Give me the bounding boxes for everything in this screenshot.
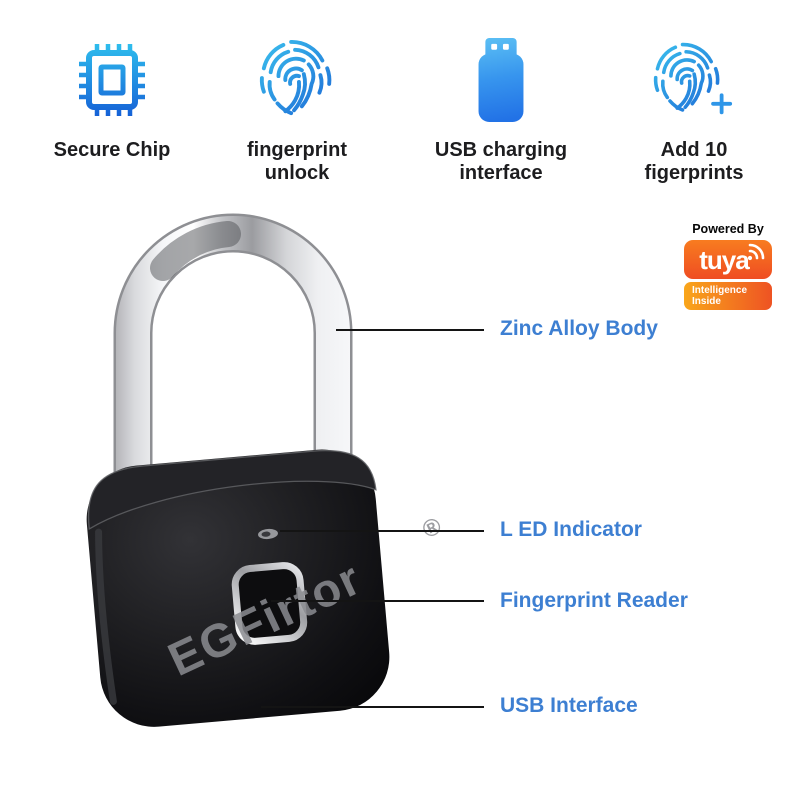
tuya-wordmark: tuya: [684, 240, 772, 279]
badge-line2: Inside: [692, 296, 721, 307]
callout-line-usb: [261, 706, 484, 708]
chip-icon: [24, 38, 200, 122]
feature-label: USB charging: [434, 139, 568, 161]
feature-secure-chip: Secure Chip: [24, 38, 200, 162]
registered-mark: ®: [418, 512, 446, 544]
feature-label-line2: unlock: [264, 162, 330, 184]
callout-line-led: [280, 530, 484, 532]
callout-label-zinc-alloy: Zinc Alloy Body: [500, 317, 658, 340]
feature-add-fingerprints: Add 10 figerprints: [606, 38, 782, 185]
wifi-signal-icon: [747, 243, 765, 261]
tuya-logo-text: tuya: [699, 245, 749, 275]
callout-label-led: L ED Indicator: [500, 518, 642, 541]
callout-line-zinc-alloy: [336, 329, 484, 331]
callout-label-usb: USB Interface: [500, 694, 638, 717]
callout-line-fingerprint: [271, 600, 484, 602]
powered-by-text: Powered By: [692, 222, 764, 236]
led-indicator: [258, 528, 278, 540]
usb-icon: [413, 38, 589, 122]
feature-label: fingerprint: [247, 139, 347, 161]
feature-label: Secure Chip: [53, 139, 171, 161]
callout-label-fingerprint: Fingerprint Reader: [500, 589, 688, 612]
shackle: [113, 213, 353, 475]
tuya-logo: Powered By tuya Intelligence Inside: [684, 222, 772, 310]
feature-fingerprint-unlock: fingerprint unlock: [209, 38, 385, 185]
intelligence-inside-badge: Intelligence Inside: [684, 282, 772, 310]
feature-label: Add 10: [660, 139, 728, 161]
plus-icon: [711, 93, 733, 115]
feature-label-line2: interface: [459, 162, 543, 184]
fingerprint-icon: [209, 38, 385, 122]
feature-label-line2: figerprints: [644, 162, 744, 184]
badge-line1: Intelligence: [692, 285, 748, 296]
fingerprint-add-icon: [606, 38, 782, 122]
feature-usb-charging: USB charging interface: [413, 38, 589, 185]
padlock-image: EGFirtor ®: [86, 213, 446, 727]
